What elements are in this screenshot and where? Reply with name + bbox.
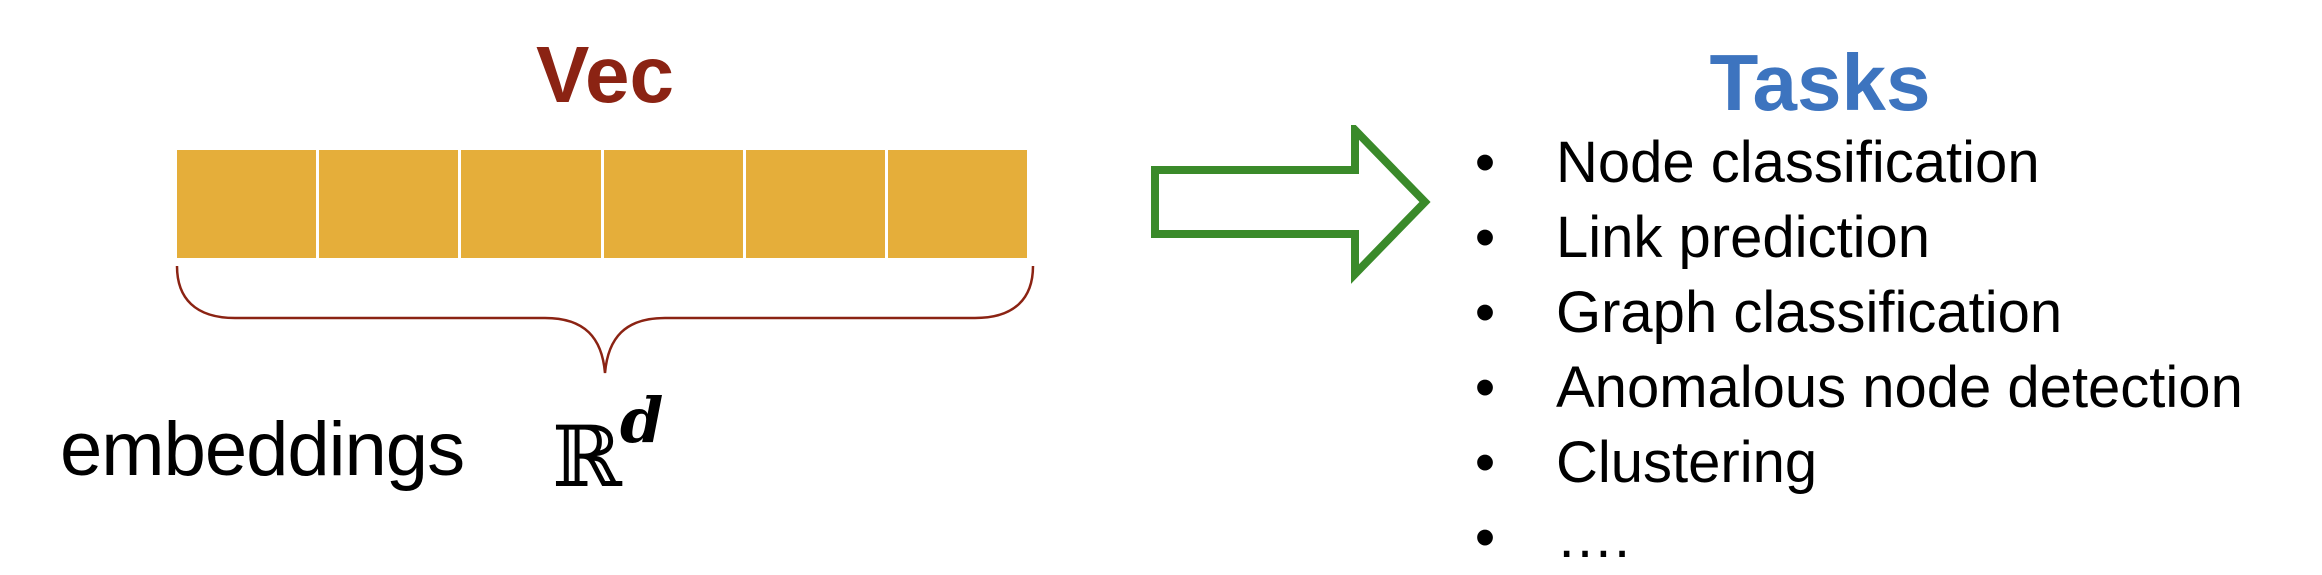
- curly-brace: [175, 265, 1035, 374]
- bullet: •: [1474, 205, 1496, 270]
- task-label: Graph classification: [1556, 280, 2063, 345]
- bullet: •: [1474, 430, 1496, 495]
- task-label: ….: [1556, 505, 1631, 570]
- vec-title: Vec: [536, 30, 674, 119]
- embedding-vector: [177, 150, 1028, 258]
- task-label: Anomalous node detection: [1556, 355, 2243, 420]
- task-label: Link prediction: [1556, 205, 1930, 270]
- vector-cell: [319, 150, 462, 258]
- real-space-symbol: ℝ: [552, 408, 622, 506]
- bullet: •: [1474, 130, 1496, 195]
- dimension-exponent: d: [620, 384, 664, 457]
- vector-cell: [603, 150, 746, 258]
- bullet: •: [1474, 280, 1496, 345]
- bullet: •: [1474, 505, 1496, 570]
- bullet: •: [1474, 355, 1496, 420]
- task-label: Node classification: [1556, 130, 2040, 195]
- embeddings-label: embeddings: [60, 407, 465, 492]
- vector-cell: [177, 150, 320, 258]
- task-label: Clustering: [1556, 430, 1818, 495]
- vector-cell: [887, 150, 1028, 258]
- right-arrow-icon: [1151, 125, 1431, 284]
- vector-cell: [745, 150, 888, 258]
- tasks-title: Tasks: [1709, 38, 1931, 127]
- vector-cell: [461, 150, 604, 258]
